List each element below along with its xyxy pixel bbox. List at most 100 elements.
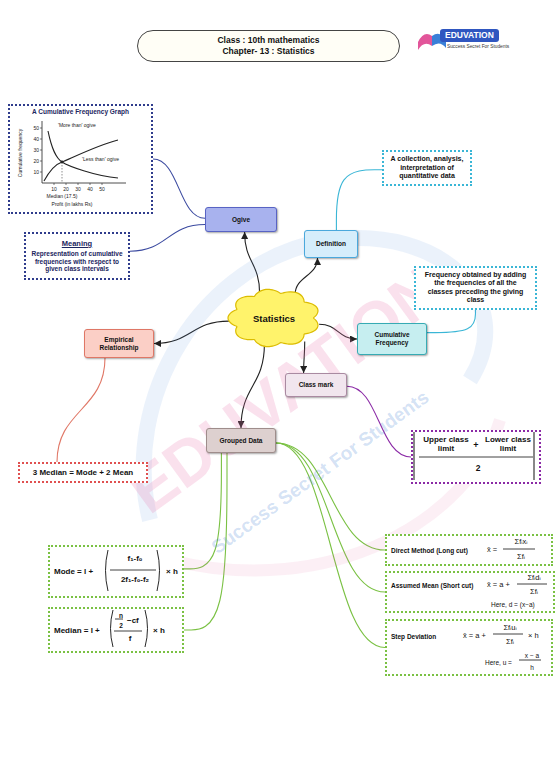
bracket (157, 550, 160, 591)
formula-text: Step Deviation (391, 633, 436, 640)
formula-strokes (385, 619, 553, 676)
topic-box: Grouped Data (206, 428, 276, 453)
formula-text: x̄ = a + (463, 632, 486, 640)
fraction-bar (503, 549, 535, 550)
tick-label: 40 (87, 187, 93, 192)
connector (130, 225, 205, 252)
formula-box: Direct Method (Long cut) x̄ = ΣfᵢxᵢΣfᵢ (385, 534, 553, 566)
bracket (111, 610, 114, 647)
formula-text: Assumed Mean (Short cut) (391, 582, 473, 589)
node-text: Grouped Data (220, 437, 263, 445)
formula-text: × h (166, 568, 178, 577)
ogive-graph (40, 121, 126, 185)
formula-text: x − a (521, 652, 543, 659)
formula-box: Mode = l + f₁-f₀ 2f₁-f₀-f₂ × h (48, 545, 184, 598)
formula-text: 2 (421, 464, 535, 473)
formula-text: Here, u = (485, 659, 512, 666)
curve-label: 'More than' ogive (58, 123, 96, 128)
bracket (534, 432, 535, 480)
axis-note: Median (17.5) (47, 194, 78, 199)
formula-text: 2f₁-f₀-f₂ (112, 576, 158, 585)
tick-label: 40 (33, 137, 39, 142)
tick-label: 50 (33, 126, 39, 131)
node-text: Empirical Relationship (89, 336, 149, 352)
formula-text: × h (528, 632, 539, 640)
connector (295, 258, 317, 294)
node-text: Representation of cumulative frequencies… (31, 250, 123, 273)
formula-text: Mode = l + (54, 568, 93, 577)
formula-box: Step Deviation x̄ = a + ΣfᵢuᵢΣfᵢ× h Here, u… (385, 619, 553, 676)
fraction-bar (110, 570, 156, 571)
formula-box: Median = l + n 2−cf f × h (48, 607, 184, 653)
formula-text: x̄ = a + (487, 581, 510, 589)
node-text: A Cumulative Frequency Graph (32, 108, 129, 115)
topic-box: Cumulative Frequency (357, 323, 427, 355)
tick-label: 30 (33, 148, 39, 153)
curve-label: 'Less than' ogive (82, 157, 119, 162)
formula-text: Σfᵢuᵢ (495, 624, 525, 632)
connector (57, 358, 105, 462)
node-text: Meaning (62, 239, 92, 248)
connector (336, 170, 382, 230)
tick-label: 20 (33, 159, 39, 164)
fraction-bar (419, 457, 533, 458)
tick-label: 20 (63, 187, 69, 192)
graph-box: A Cumulative Frequency Graph (8, 104, 153, 214)
bracket (106, 550, 109, 591)
fraction-bar (114, 631, 142, 632)
note-box: Frequency obtained by adding the frequen… (414, 266, 537, 310)
formula-text: × h (153, 627, 165, 636)
node-text: Class : 10th mathematics (217, 35, 319, 46)
axis-title: Profit (in lakhs Rs) (52, 202, 93, 207)
formula-text: Here, d = (x−a) (491, 601, 535, 608)
node-text: Cumulative Frequency (362, 331, 422, 347)
node-text: Chapter- 13 : Statistics (222, 46, 314, 57)
fraction-bar (493, 634, 523, 635)
node-text: 3 Median = Mode + 2 Mean (33, 468, 133, 478)
logo-tagline: Success Secret For Students (447, 45, 509, 50)
tick-label: 10 (51, 187, 57, 192)
node-text: A collection, analysis, interpretation o… (389, 155, 465, 180)
connector (153, 159, 205, 218)
tick-label: 10 (33, 170, 39, 175)
formula-text: + (471, 441, 481, 451)
formula-box: Assumed Mean (Short cut) x̄ = a + ΣfᵢdᵢΣfᵢ… (385, 571, 555, 613)
formula-box: Upper class limit+Lower class limit2 (411, 430, 541, 484)
node-text: Class mark (299, 381, 334, 389)
formula-text: 2 (117, 622, 125, 629)
node-text: Definition (316, 240, 346, 248)
formula-text: Direct Method (Long cut) (391, 547, 468, 554)
logo-name: EDUVATION (440, 29, 499, 42)
formula-text: f₁-f₀ (112, 555, 158, 564)
note-box: A collection, analysis, interpretation o… (382, 150, 472, 186)
node-text: Ogive (232, 216, 250, 224)
title-box: Class : 10th mathematicsChapter- 13 : St… (137, 30, 400, 62)
formula-text: h (521, 664, 543, 671)
topic-box: Definition (304, 230, 358, 258)
formula-text: Σfᵢ (519, 588, 549, 596)
topic-box: Class mark (285, 373, 347, 397)
tick-label: 50 (99, 187, 105, 192)
formula-text: −cf (127, 617, 139, 626)
bracket (414, 432, 415, 480)
axis-title: Cumulative frequency (18, 129, 23, 177)
cloud-outline (228, 289, 318, 346)
tick-label: 30 (75, 187, 81, 192)
formula-text: Σfᵢdᵢ (519, 574, 549, 582)
formula-text: f (116, 635, 144, 644)
formula-text: Lower class limit (481, 436, 535, 454)
formula-text: Σfᵢ (505, 553, 537, 561)
bracket (145, 610, 148, 647)
fraction-bar (519, 660, 541, 661)
formula-text: Median = l + (54, 627, 100, 636)
formula-text: x̄ = (487, 546, 497, 554)
formula-text: Σfᵢ (495, 638, 525, 646)
topic-box: Ogive (205, 207, 277, 232)
node-text: Statistics (253, 313, 295, 324)
fraction-bar (517, 584, 547, 585)
topic-box: Empirical Relationship (84, 329, 154, 358)
formula-text: n (117, 612, 125, 619)
central-cloud: Statistics (226, 287, 322, 349)
formula-box: 3 Median = Mode + 2 Mean (18, 462, 148, 483)
formula-text: Σfᵢxᵢ (505, 538, 537, 546)
